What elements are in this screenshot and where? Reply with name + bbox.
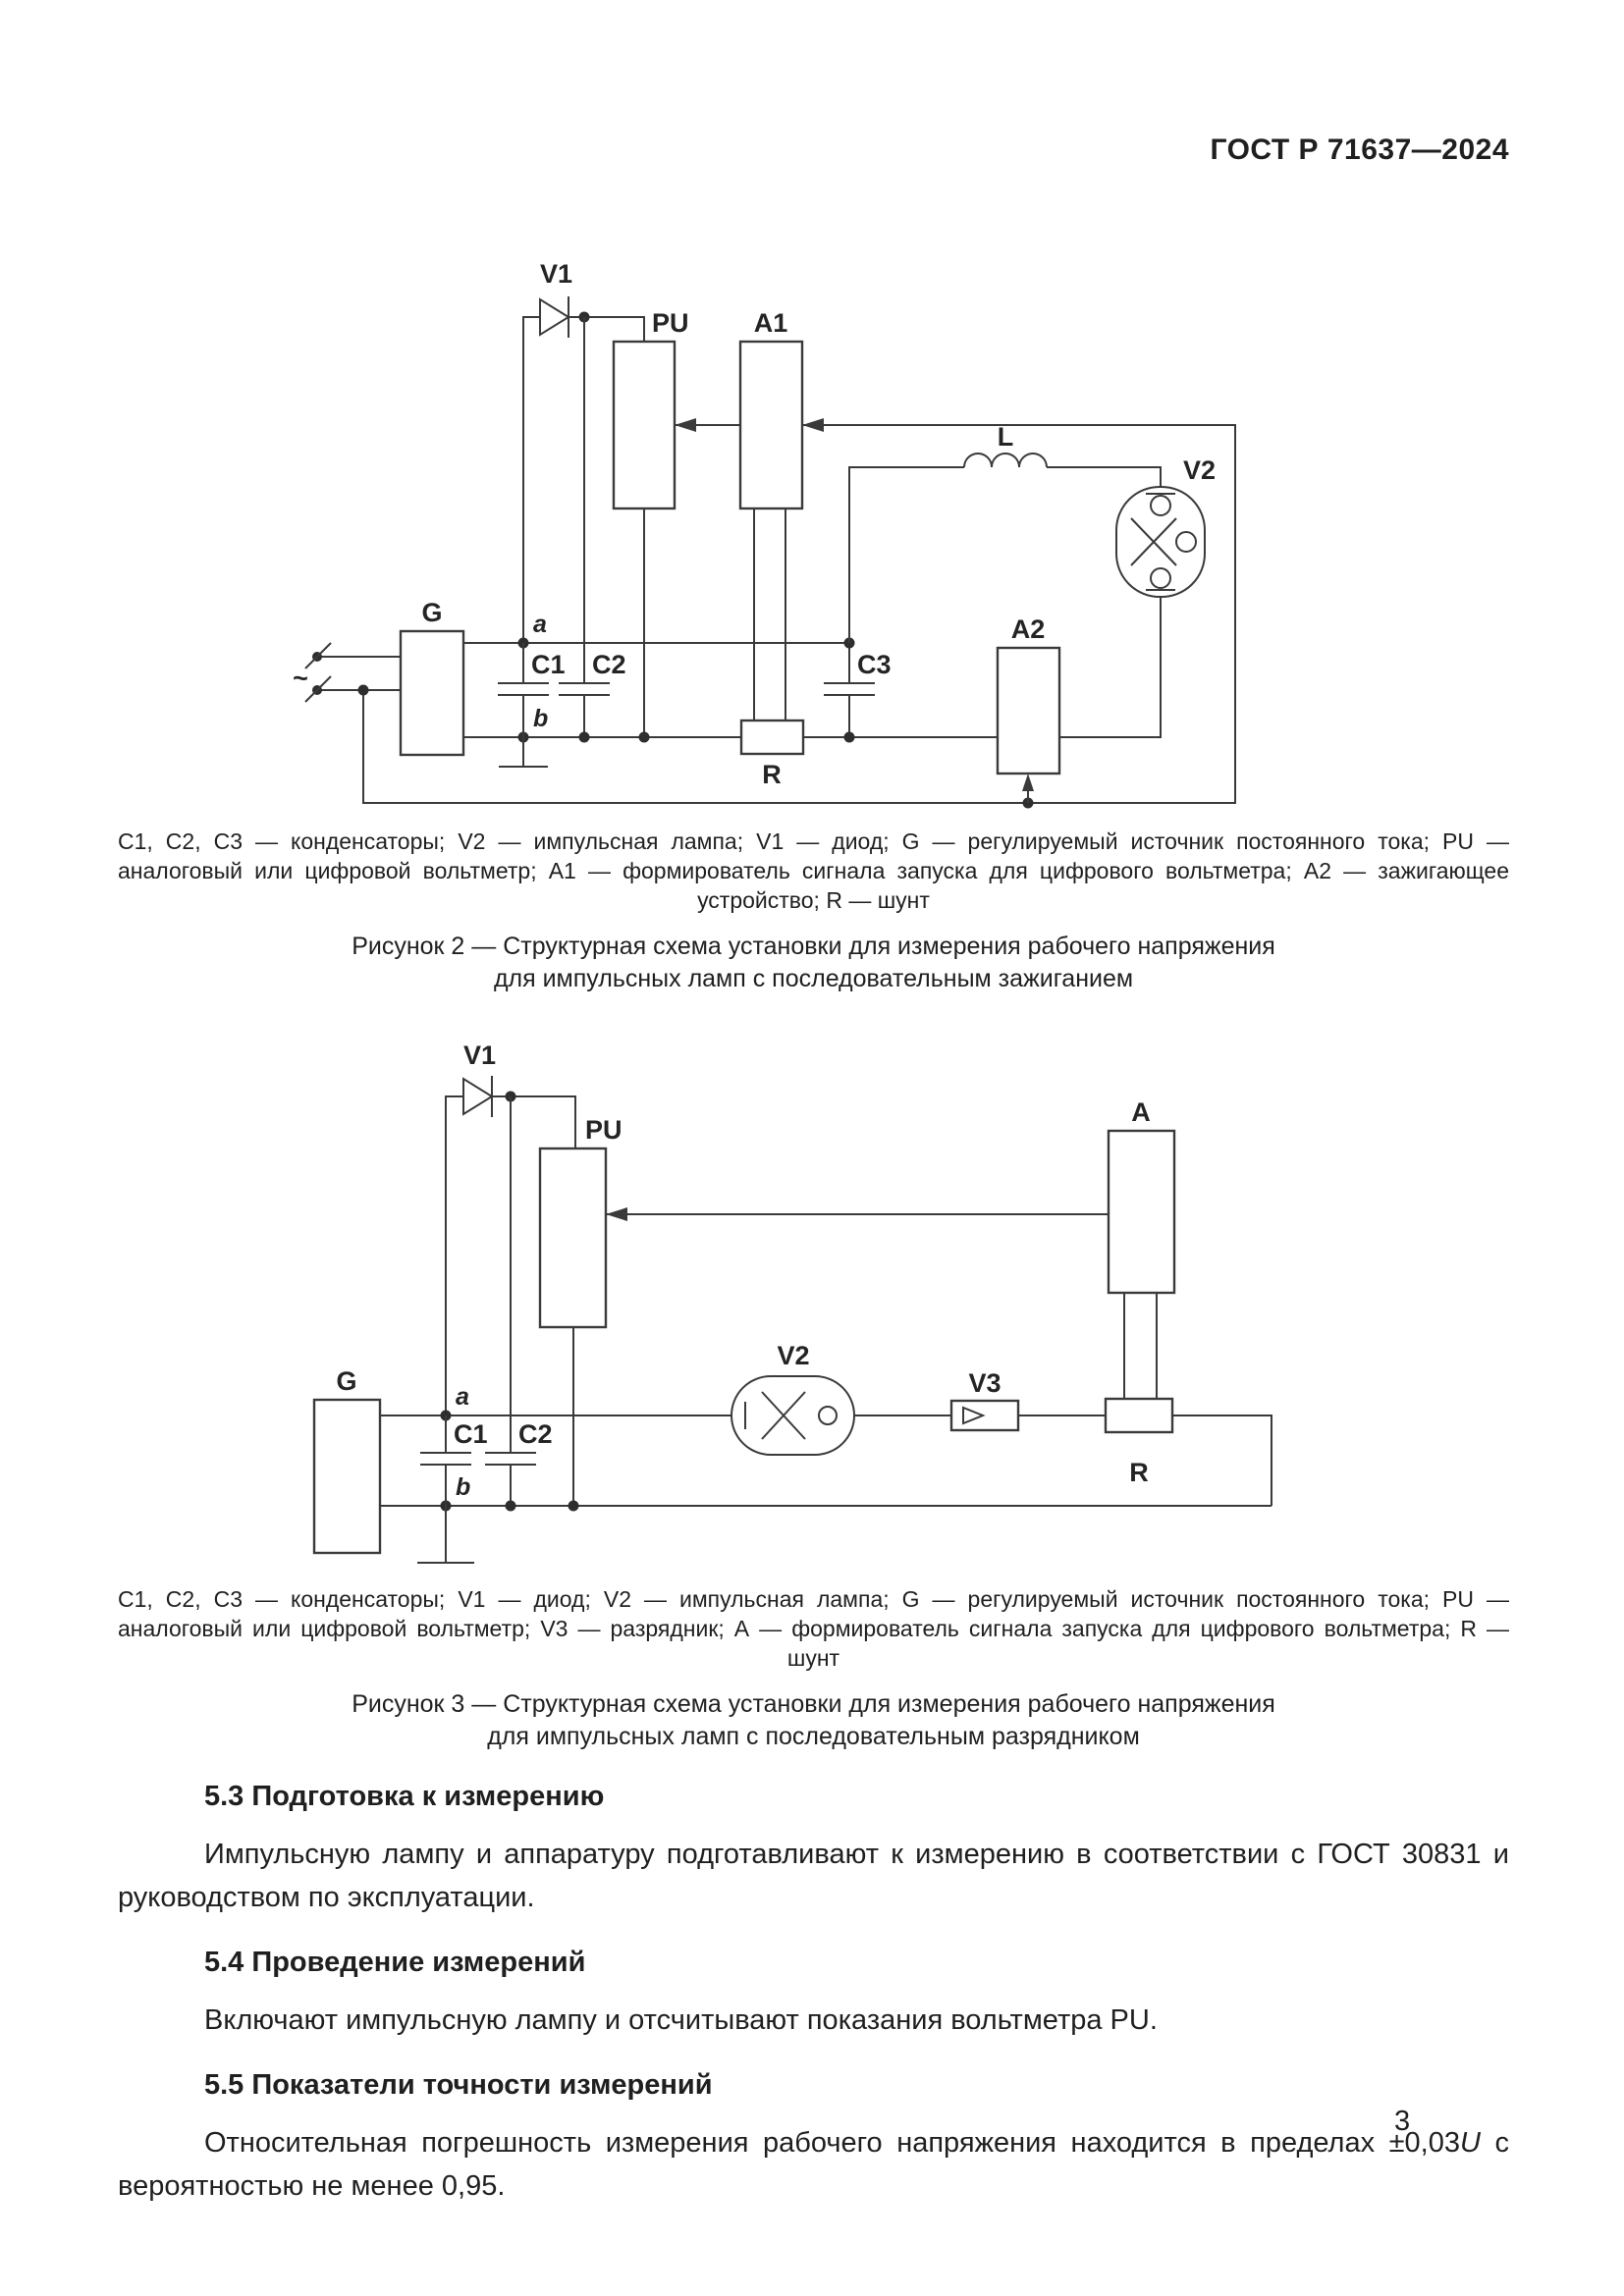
figure2-title-line2: для импульсных ламп с последовательным з… [493, 965, 1134, 992]
svg-text:G: G [336, 1366, 356, 1396]
fig3-ground [417, 1506, 474, 1564]
section-paragraph-5-4: Включают импульсную лампу и отсчитывают … [204, 2004, 1158, 2036]
fig2-bottom-trigger-line [362, 424, 1236, 804]
fig2-voltmeter-pu: PU [612, 308, 689, 737]
fig3-junction-pu-b [568, 1500, 579, 1512]
fig3-label-pu: PU [585, 1115, 623, 1145]
figure2-diagram: V1 PU A1 G ~ [293, 259, 1236, 809]
fig2-label-a1: A1 [754, 308, 788, 338]
fig3-label-v1: V1 [463, 1041, 496, 1070]
figure3-diagram: V1 PU A G a b [312, 1041, 1272, 1564]
figure3-title-line1: Рисунок 3 — Структурная схема установки … [352, 1690, 1275, 1718]
figure3-caption: С1, С2, С3 — конденсаторы; V1 — диод; V2… [118, 1586, 1509, 1671]
figure2-caption: С1, С2, С3 — конденсаторы; V2 — импульсн… [118, 828, 1509, 913]
fig2-capacitor-c3: C3 [824, 637, 892, 743]
figure3-title-line2: для импульсных ламп с последовательным р… [487, 1723, 1140, 1750]
fig2-node-b: b [517, 705, 548, 743]
svg-text:A2: A2 [1011, 614, 1046, 644]
svg-text:A: A [1131, 1097, 1151, 1127]
svg-text:V2: V2 [777, 1341, 809, 1370]
fig3-flash-lamp-v2: V2 [731, 1341, 855, 1456]
svg-text:R: R [762, 760, 782, 789]
fig3-trigger-shaper-a: A [606, 1097, 1176, 1399]
fig2-junction-pu-b [638, 731, 650, 743]
fig3-capacitor-c2: C2 [485, 1096, 553, 1512]
svg-text:C2: C2 [518, 1419, 553, 1449]
fig2-capacitor-c1: C1 [498, 643, 566, 737]
figure3-title: Рисунок 3 — Структурная схема установки … [118, 1688, 1509, 1753]
svg-text:L: L [998, 422, 1014, 452]
fig2-capacitor-c2: C2 [559, 317, 626, 743]
doc-number: ГОСТ Р 71637—2024 [1210, 133, 1509, 166]
fig3-shunt-r: R [1018, 1397, 1272, 1506]
svg-text:C1: C1 [454, 1419, 488, 1449]
accuracy-text-before: Относительная погрешность измерения рабо… [204, 2127, 1460, 2159]
figure2-title: Рисунок 2 — Структурная схема установки … [118, 931, 1509, 995]
fig3-voltmeter-pu: PU [538, 1115, 623, 1506]
fig3-node-b: b [440, 1473, 470, 1512]
section-paragraph-5-3: Импульсную лампу и аппаратуру подготавли… [118, 1839, 1509, 1913]
svg-text:b: b [533, 705, 548, 732]
fig2-label-pu: PU [652, 308, 689, 338]
section-paragraph-5-5: Относительная погрешность измерения рабо… [118, 2121, 1509, 2208]
svg-text:V2: V2 [1183, 455, 1216, 485]
fig2-trigger-shaper-a1: A1 [738, 308, 804, 721]
fig2-label-g: G [421, 598, 442, 627]
svg-text:b: b [456, 1473, 470, 1501]
svg-text:a: a [456, 1383, 469, 1411]
fig2-signal-arrows [675, 418, 824, 432]
fig2-ac-symbol: ~ [293, 664, 308, 693]
fig2-inductor-l: L [848, 422, 1162, 643]
section-heading-5-5: 5.5 Показатели точности измерений [204, 2069, 713, 2101]
svg-text:R: R [1129, 1458, 1149, 1487]
fig3-generator-g: G [312, 1366, 382, 1555]
svg-text:a: a [533, 611, 547, 638]
svg-text:C1: C1 [531, 650, 566, 679]
page-number: 3 [1394, 2106, 1411, 2137]
accuracy-symbol-u: U [1460, 2127, 1481, 2159]
fig3-diode-v1: V1 [445, 1041, 576, 1415]
fig2-diode-v1: V1 [522, 259, 645, 643]
svg-text:C3: C3 [857, 650, 892, 679]
fig3-spark-gap-v3: V3 [854, 1368, 1020, 1432]
section-heading-5-3: 5.3 Подготовка к измерению [204, 1781, 605, 1812]
accuracy-text-after: с вероятностью не менее 0,95. [118, 2127, 1509, 2202]
fig2-shunt-r: R [739, 719, 805, 789]
fig2-ground [499, 737, 548, 768]
fig2-ignition-device-a2: A2 [996, 597, 1162, 809]
section-heading-5-4: 5.4 Проведение измерений [204, 1947, 586, 1978]
fig2-generator-g: G ~ [293, 598, 465, 757]
svg-text:V3: V3 [968, 1368, 1001, 1398]
svg-text:C2: C2 [592, 650, 626, 679]
fig3-capacitor-c1: C1 [420, 1415, 488, 1506]
fig2-flash-lamp-v2: V2 [1115, 455, 1216, 598]
figure2-title-line1: Рисунок 2 — Структурная схема установки … [352, 933, 1275, 960]
fig2-label-v1: V1 [540, 259, 572, 289]
